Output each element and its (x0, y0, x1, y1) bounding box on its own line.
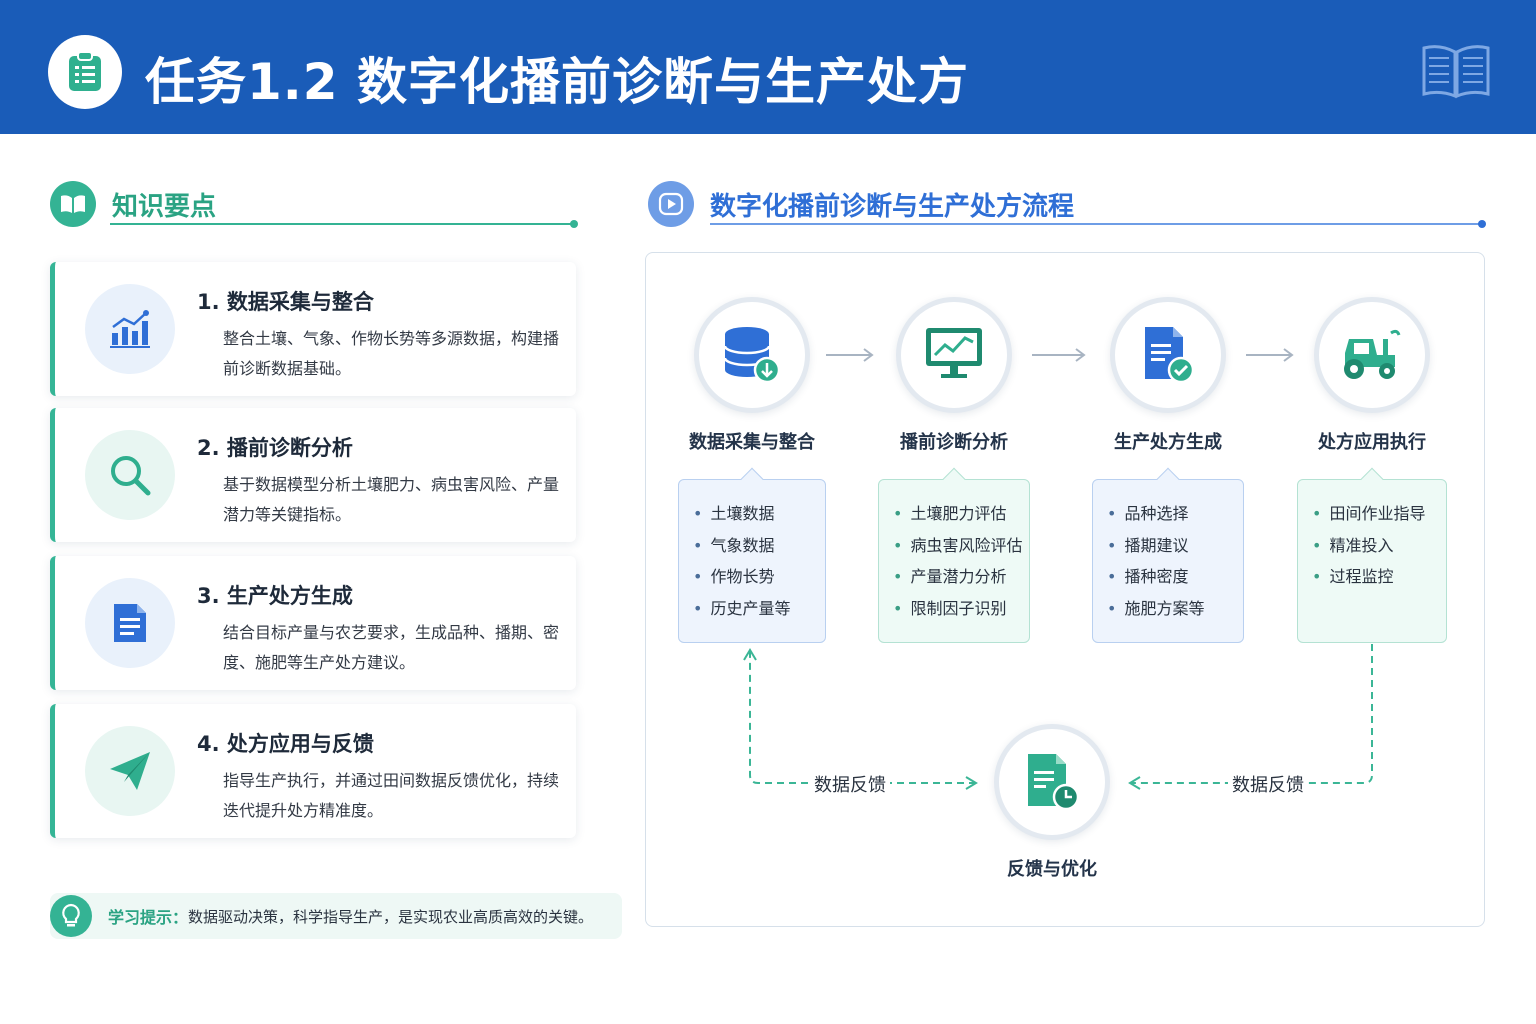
tip-label: 学习提示： (108, 908, 189, 927)
step-detail-2: 土壤肥力评估 病虫害风险评估 产量潜力分析 限制因子识别 (878, 467, 1030, 643)
prescription-doc-icon (1145, 327, 1195, 384)
list-item: 限制因子识别 (893, 593, 1029, 625)
list-item: 品种选择 (1107, 498, 1243, 530)
list-item: 过程监控 (1312, 561, 1446, 593)
list-item: 土壤肥力评估 (893, 498, 1029, 530)
feedback-node (994, 724, 1110, 840)
database-icon (723, 327, 781, 384)
card-description: 整合土壤、气象、作物长势等多源数据，构建播前诊断数据基础。 (223, 329, 560, 378)
list-item: 播期建议 (1107, 530, 1243, 562)
knowledge-underline (110, 223, 574, 225)
card-title: 2. 播前诊断分析 (197, 436, 353, 460)
magnifier-icon (85, 430, 175, 520)
document-icon (85, 578, 175, 668)
feedback-right-label: 数据反馈 (1228, 771, 1308, 797)
lightbulb-icon (50, 895, 92, 937)
step-arrow-1 (826, 348, 874, 362)
feedback-label: 反馈与优化 (1007, 859, 1097, 880)
step-label-4: 处方应用执行 (1318, 432, 1426, 453)
step-node-2 (896, 297, 1012, 413)
play-icon (648, 181, 694, 227)
step-node-4 (1314, 297, 1430, 413)
knowledge-underline-dot (570, 220, 578, 228)
header-bar: 任务1.2 数字化播前诊断与生产处方 (0, 0, 1536, 134)
step-detail-3: 品种选择 播期建议 播种密度 施肥方案等 (1092, 467, 1244, 643)
list-item: 产量潜力分析 (893, 561, 1029, 593)
step-label-3: 生产处方生成 (1114, 432, 1222, 453)
step-label-1: 数据采集与整合 (689, 432, 815, 453)
list-item: 作物长势 (693, 561, 825, 593)
list-item: 精准投入 (1312, 530, 1446, 562)
step-label-2: 播前诊断分析 (900, 432, 1008, 453)
list-item: 病虫害风险评估 (893, 530, 1029, 562)
knowledge-section-header: 知识要点 (50, 181, 216, 227)
card-description: 结合目标产量与农艺要求，生成品种、播期、密度、施肥等生产处方建议。 (223, 623, 560, 672)
list-item: 土壤数据 (693, 498, 825, 530)
step-arrow-3 (1246, 348, 1294, 362)
list-item: 施肥方案等 (1107, 593, 1243, 625)
monitor-chart-icon (926, 328, 982, 378)
tip-text: 数据驱动决策，科学指导生产，是实现农业高质高效的关键。 (188, 907, 594, 926)
knowledge-card-2: 2. 播前诊断分析 基于数据模型分析土壤肥力、病虫害风险、产量潜力等关键指标。 (50, 408, 576, 542)
flow-underline (710, 223, 1482, 225)
step-arrow-2 (1032, 348, 1086, 362)
list-item: 田间作业指导 (1312, 498, 1446, 530)
knowledge-card-3: 3. 生产处方生成 结合目标产量与农艺要求，生成品种、播期、密度、施肥等生产处方… (50, 556, 576, 690)
clipboard-icon (69, 51, 101, 91)
card-title: 3. 生产处方生成 (197, 584, 353, 608)
header-badge (48, 35, 122, 109)
bar-chart-icon (85, 284, 175, 374)
card-title: 4. 处方应用与反馈 (197, 732, 374, 756)
list-item: 气象数据 (693, 530, 825, 562)
flow-title: 数字化播前诊断与生产处方流程 (710, 191, 1075, 222)
tractor-icon (1344, 329, 1401, 379)
open-book-icon (1422, 45, 1490, 99)
flow-section-header: 数字化播前诊断与生产处方流程 (648, 181, 1074, 227)
step-node-3 (1110, 297, 1226, 413)
knowledge-title: 知识要点 (112, 191, 217, 222)
card-description: 指导生产执行，并通过田间数据反馈优化，持续迭代提升处方精准度。 (223, 771, 560, 820)
feedback-left-label: 数据反馈 (810, 771, 890, 797)
page-title: 任务1.2 数字化播前诊断与生产处方 (145, 53, 969, 111)
feedback-arrow-left (749, 652, 976, 784)
book-icon (50, 181, 96, 227)
feedback-arrow-right (1130, 644, 1373, 784)
knowledge-card-4: 4. 处方应用与反馈 指导生产执行，并通过田间数据反馈优化，持续迭代提升处方精准… (50, 704, 576, 838)
paper-plane-icon (85, 726, 175, 816)
step-node-1 (694, 297, 810, 413)
card-description: 基于数据模型分析土壤肥力、病虫害风险、产量潜力等关键指标。 (223, 475, 560, 524)
list-item: 历史产量等 (693, 593, 825, 625)
learning-tip: 学习提示： 数据驱动决策，科学指导生产，是实现农业高质高效的关键。 (50, 893, 622, 939)
step-detail-1: 土壤数据 气象数据 作物长势 历史产量等 (678, 467, 826, 643)
report-clock-icon (1028, 754, 1080, 811)
knowledge-card-1: 1. 数据采集与整合 整合土壤、气象、作物长势等多源数据，构建播前诊断数据基础。 (50, 262, 576, 396)
list-item: 播种密度 (1107, 561, 1243, 593)
card-title: 1. 数据采集与整合 (197, 290, 374, 314)
step-detail-4: 田间作业指导 精准投入 过程监控 (1297, 467, 1447, 643)
flow-underline-dot (1478, 220, 1486, 228)
